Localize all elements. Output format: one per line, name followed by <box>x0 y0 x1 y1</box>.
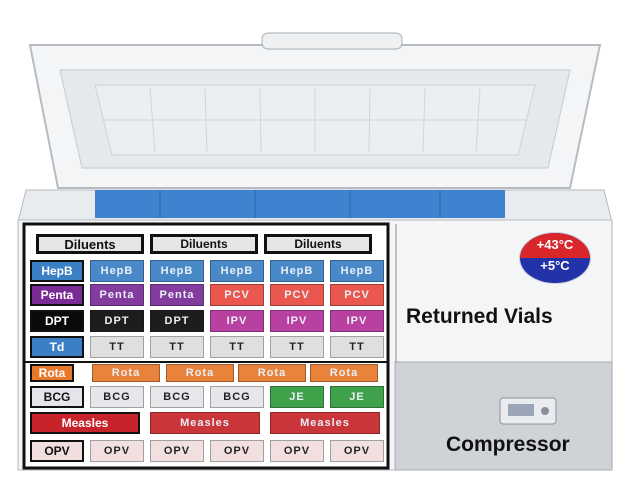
vaccine-slot-rota: Rota <box>92 364 160 382</box>
vaccine-slot-ipv: IPV <box>330 310 384 332</box>
vaccine-slot-pcv: PCV <box>330 284 384 306</box>
vaccine-slot-tt: TT <box>210 336 264 358</box>
freezer-basket-blue <box>95 190 505 218</box>
vaccine-slot-pcv: PCV <box>270 284 324 306</box>
vaccine-slot-diluents: Diluents <box>264 234 372 254</box>
lid-handle <box>261 32 403 50</box>
temperature-min: +5°C <box>540 258 570 273</box>
vaccine-slot-je: JE <box>330 386 384 408</box>
vaccine-slot-pcv: PCV <box>210 284 264 306</box>
vaccine-slot-opv: OPV <box>150 440 204 462</box>
vaccine-slot-rota: Rota <box>310 364 378 382</box>
temperature-range-badge: +43°C +5°C <box>520 233 590 283</box>
vaccine-slot-opv: OPV <box>330 440 384 462</box>
vaccine-slot-opv: OPV <box>90 440 144 462</box>
vaccine-slot-opv: OPV <box>30 440 84 462</box>
vaccine-slot-penta: Penta <box>30 284 84 306</box>
vaccine-slot-opv: OPV <box>210 440 264 462</box>
vaccine-slot-hepb: HepB <box>30 260 84 282</box>
vaccine-slot-je: JE <box>270 386 324 408</box>
vaccine-slot-opv: OPV <box>270 440 324 462</box>
temperature-max: +43°C <box>536 237 574 252</box>
vaccine-slot-tt: TT <box>150 336 204 358</box>
vaccine-slot-hepb: HepB <box>210 260 264 282</box>
vaccine-slot-ipv: IPV <box>270 310 324 332</box>
vaccine-slot-measles: Measles <box>150 412 260 434</box>
vaccine-slot-hepb: HepB <box>150 260 204 282</box>
vaccine-slot-rota: Rota <box>30 364 74 382</box>
vaccine-slot-diluents: Diluents <box>150 234 258 254</box>
vaccine-slot-dpt: DPT <box>150 310 204 332</box>
vaccine-slot-dpt: DPT <box>30 310 84 332</box>
vaccine-slot-rota: Rota <box>166 364 234 382</box>
vaccine-slot-bcg: BCG <box>150 386 204 408</box>
compressor-label: Compressor <box>446 433 570 456</box>
vaccine-slot-tt: TT <box>270 336 324 358</box>
vaccine-slot-measles: Measles <box>30 412 140 434</box>
vaccine-slot-tt: TT <box>330 336 384 358</box>
vaccine-slot-bcg: BCG <box>30 386 84 408</box>
vaccine-slot-bcg: BCG <box>90 386 144 408</box>
vaccine-slot-diluents: Diluents <box>36 234 144 254</box>
returned-vials-label: Returned Vials <box>406 305 553 328</box>
vaccine-slot-ipv: IPV <box>210 310 264 332</box>
vaccine-slot-hepb: HepB <box>330 260 384 282</box>
vaccine-slot-measles: Measles <box>270 412 380 434</box>
vaccine-slot-hepb: HepB <box>90 260 144 282</box>
vaccine-slot-bcg: BCG <box>210 386 264 408</box>
vaccine-slot-tt: TT <box>90 336 144 358</box>
vaccine-slot-penta: Penta <box>90 284 144 306</box>
vaccine-slot-dpt: DPT <box>90 310 144 332</box>
vaccine-slot-penta: Penta <box>150 284 204 306</box>
vaccine-slot-td: Td <box>30 336 84 358</box>
vaccine-slot-hepb: HepB <box>270 260 324 282</box>
vaccine-slot-rota: Rota <box>238 364 306 382</box>
